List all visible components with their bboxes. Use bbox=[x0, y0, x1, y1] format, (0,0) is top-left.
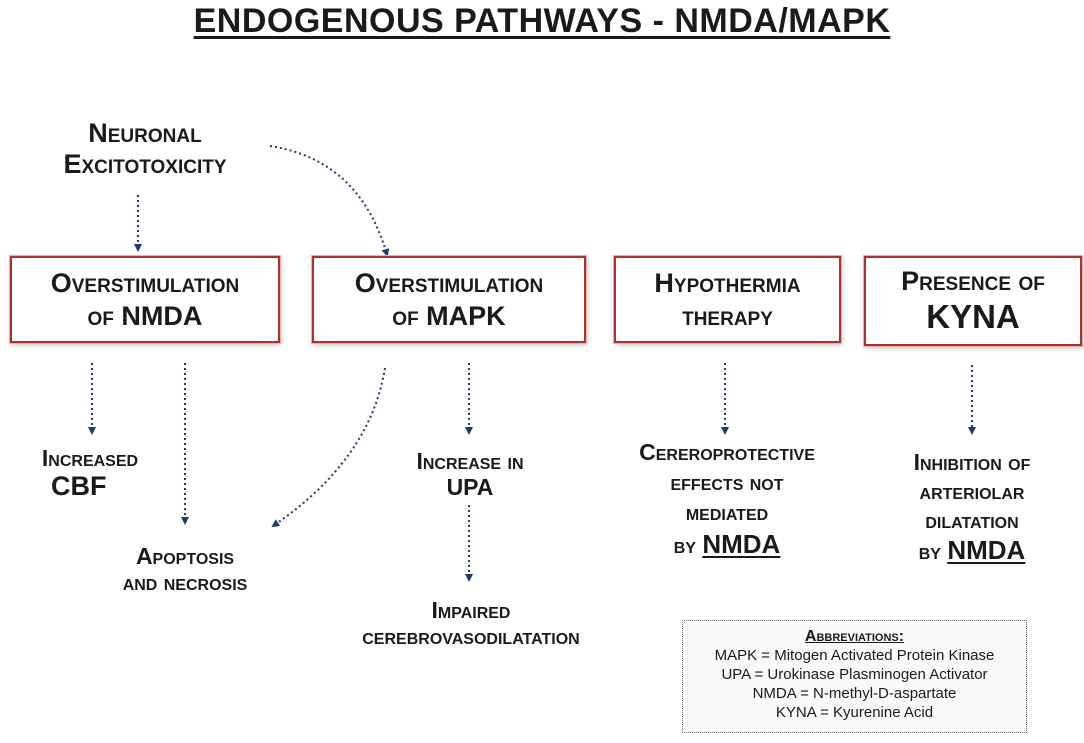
upa-line1: Increase in bbox=[416, 448, 524, 474]
cerero-line4-prefix: by bbox=[673, 531, 696, 558]
cerero-line4-emph: NMDA bbox=[702, 528, 781, 559]
inhibition-line1: Inhibition of bbox=[913, 449, 1031, 475]
diagram-title: ENDOGENOUS PATHWAYS - NMDA/MAPK bbox=[193, 2, 891, 40]
cerero-line1: Cereroprotective bbox=[639, 439, 815, 465]
upa-line2: UPA bbox=[446, 474, 494, 501]
cbf-line2: CBF bbox=[51, 471, 107, 502]
inhibition-line4-emph: NMDA bbox=[947, 535, 1026, 566]
box-kyna-line2: KYNA bbox=[926, 298, 1020, 336]
outcome-increased-cbf: Increased CBF bbox=[15, 445, 165, 502]
cerero-line3: mediated bbox=[685, 498, 769, 525]
source-line1: Neuronal bbox=[88, 118, 202, 148]
box-kyna-line1: Presence of bbox=[901, 266, 1045, 296]
box-hypo-line2: therapy bbox=[682, 300, 773, 331]
abbreviations-legend: Abbreviations: MAPK = Mitogen Activated … bbox=[682, 620, 1027, 733]
impaired-line1: Impaired bbox=[431, 597, 511, 623]
impaired-line2: cerebrovasodilatation bbox=[362, 623, 580, 650]
box-presence-kyna: Presence of KYNA bbox=[864, 256, 1082, 346]
outcome-inhibition-arteriolar-dilatation: Inhibition of arteriolar dilatation by N… bbox=[872, 448, 1072, 567]
box-hypothermia-therapy: Hypothermia therapy bbox=[614, 256, 841, 343]
outcome-increase-upa: Increase in UPA bbox=[385, 448, 555, 501]
box-mapk-line1: Overstimulation bbox=[354, 268, 544, 299]
abbreviation-item: UPA = Urokinase Plasminogen Activator bbox=[721, 666, 988, 683]
outcome-cereroprotective-effects: Cereroprotective effects not mediated by… bbox=[596, 438, 858, 561]
abbreviation-item: NMDA = N-methyl-D-aspartate bbox=[752, 685, 957, 702]
inhibition-line4-prefix: by bbox=[918, 538, 941, 565]
abbreviations-heading: Abbreviations: bbox=[804, 628, 905, 645]
abbreviation-item: KYNA = Kyurenine Acid bbox=[775, 704, 934, 721]
neuronal-excitotoxicity-label: Neuronal Excitotoxicity bbox=[30, 118, 260, 180]
apoptosis-line1: Apoptosis bbox=[135, 543, 235, 569]
arrow-excitotoxicity-to-mapk bbox=[269, 145, 390, 257]
box-overstimulation-nmda: Overstimulation of NMDA bbox=[10, 256, 280, 343]
outcome-apoptosis-necrosis: Apoptosis and necrosis bbox=[85, 543, 285, 596]
box-nmda-line2: of NMDA bbox=[87, 300, 203, 331]
abbreviation-item: MAPK = Mitogen Activated Protein Kinase bbox=[714, 647, 995, 664]
cbf-line1: Increased bbox=[41, 445, 139, 471]
inhibition-line2: arteriolar bbox=[919, 477, 1025, 504]
box-hypo-line1: Hypothermia bbox=[654, 268, 801, 299]
box-overstimulation-mapk: Overstimulation of MAPK bbox=[312, 256, 586, 343]
box-mapk-line2: of MAPK bbox=[392, 300, 506, 331]
arrow-mapk-to-apoptosis bbox=[271, 367, 386, 528]
source-line2: Excitotoxicity bbox=[63, 149, 227, 180]
cerero-line2: effects not bbox=[670, 468, 784, 495]
apoptosis-line2: and necrosis bbox=[122, 569, 248, 596]
box-nmda-line1: Overstimulation bbox=[50, 268, 240, 299]
outcome-impaired-cerebrovasodilatation: Impaired cerebrovasodilatation bbox=[318, 597, 624, 650]
inhibition-line3: dilatation bbox=[925, 506, 1019, 533]
